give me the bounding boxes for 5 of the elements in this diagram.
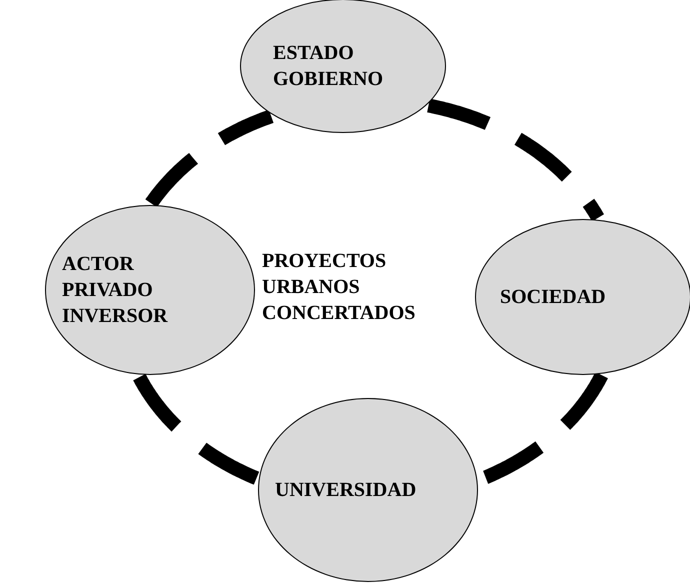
node-label: SOCIEDAD (500, 285, 606, 310)
center-title: PROYECTOS URBANOS CONCERTADOS (262, 249, 416, 326)
node-label: ACTOR PRIVADO INVERSOR (62, 252, 169, 329)
node-label: UNIVERSIDAD (275, 478, 416, 503)
node-label: ESTADO GOBIERNO (273, 41, 384, 92)
